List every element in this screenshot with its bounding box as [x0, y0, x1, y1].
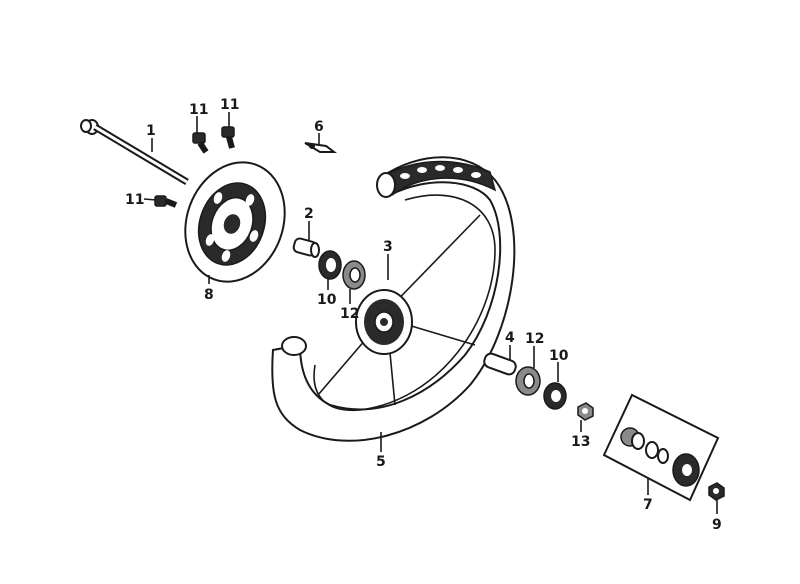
callout-10-left: 10	[317, 292, 337, 308]
callout-7: 7	[643, 497, 653, 513]
speedometer-kit-part	[602, 393, 720, 502]
callout-6: 6	[314, 119, 324, 135]
callout-11-top-right: 11	[220, 97, 239, 113]
brake-disc-part	[184, 161, 286, 283]
callout-10-right: 10	[549, 348, 569, 364]
callout-2: 2	[304, 206, 314, 222]
wheel-part	[271, 156, 516, 442]
callout-11-top-left: 11	[189, 102, 208, 118]
spacer-part-left	[292, 237, 320, 258]
bearing-part-left	[342, 260, 366, 290]
nut-part-right	[708, 482, 725, 501]
callout-3: 3	[383, 239, 393, 255]
callout-13: 13	[571, 434, 590, 450]
leader-lines	[143, 112, 718, 514]
seal-part-left	[318, 250, 342, 280]
callout-9: 9	[712, 517, 722, 533]
nut-part-center	[577, 402, 594, 421]
spacer-part-right	[483, 352, 517, 376]
callout-8: 8	[204, 287, 214, 303]
axle-part	[80, 119, 189, 186]
callout-1: 1	[146, 123, 156, 139]
callout-labels: 1 11 11 11 6 2 3 8 10 12 4 12 10 13 5 7 …	[125, 97, 722, 533]
callout-11-left: 11	[125, 192, 144, 208]
bolt-part-top-right	[221, 126, 235, 149]
bolt-part-left	[154, 195, 178, 208]
bearing-part-right	[515, 366, 541, 396]
callout-12-left: 12	[340, 306, 359, 322]
bolt-part-top-left	[192, 132, 209, 154]
callout-4: 4	[505, 330, 515, 346]
callout-5: 5	[376, 454, 386, 470]
seal-part-right	[543, 382, 567, 410]
callout-12-right: 12	[525, 331, 544, 347]
